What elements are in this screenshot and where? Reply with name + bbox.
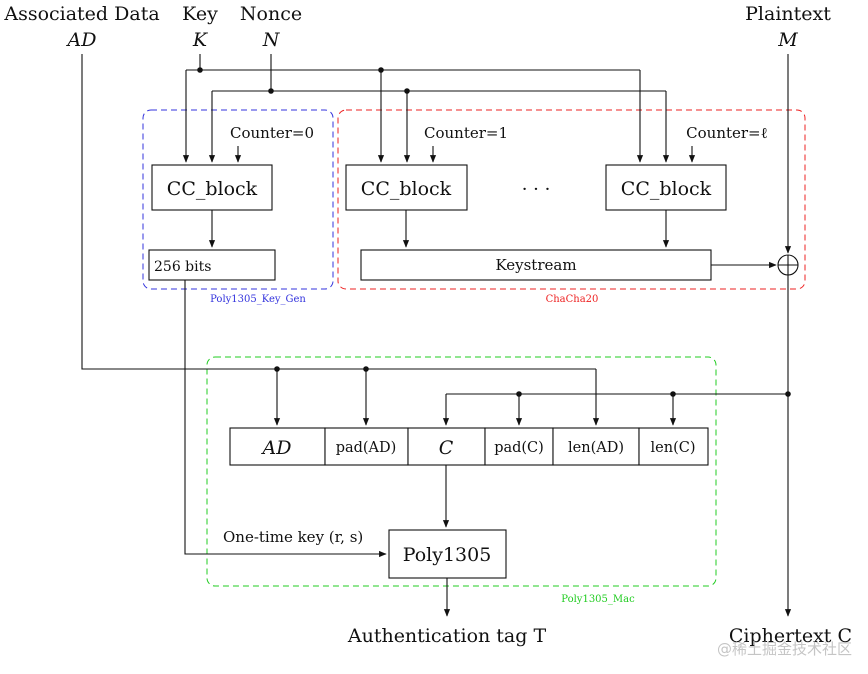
mac-region-label: Poly1305_Mac	[561, 594, 635, 605]
counter-0-label: Counter=0	[230, 124, 314, 142]
ad-bus	[81, 54, 596, 370]
onetime-key-label: One-time key (r, s)	[223, 528, 363, 546]
xor-icon	[778, 255, 798, 275]
cc-block-1	[345, 164, 468, 211]
mac-c-label: C	[439, 437, 454, 459]
junction	[197, 67, 203, 73]
bits-256-label: 256 bits	[154, 259, 211, 275]
mac-pad-ad-label: pad(AD)	[336, 440, 397, 456]
poly1305-box	[388, 529, 507, 579]
mac-len-ad-label: len(AD)	[568, 440, 624, 456]
mac-pad-ad-cell	[324, 427, 409, 466]
mac-len-c-cell	[638, 427, 709, 466]
nonce-label: Nonce	[240, 3, 302, 25]
junction	[268, 88, 274, 94]
counter-1-label: Counter=1	[424, 124, 508, 142]
auth-tag-label: Authentication tag T	[347, 625, 547, 647]
mac-pad-c-cell	[484, 427, 554, 466]
onetime-key-wire	[184, 280, 387, 558]
mac-len-ad-cell	[552, 427, 640, 466]
counter-l-label: Counter=ℓ	[686, 124, 768, 142]
mac-ad-label: AD	[261, 437, 292, 459]
mac-pad-c-label: pad(C)	[494, 440, 544, 456]
key-label: Key	[182, 3, 218, 25]
chacha-region	[337, 109, 806, 290]
cc-block-0	[151, 164, 273, 211]
watermark: @稀土掘金技术社区	[717, 640, 852, 658]
key-gen-region-label: Poly1305_Key_Gen	[210, 294, 306, 305]
mac-len-c-label: len(C)	[651, 440, 696, 456]
ellipsis: · · ·	[522, 179, 551, 200]
chacha-region-label: ChaCha20	[546, 294, 599, 305]
cc-block-l	[605, 164, 727, 211]
mac-region	[206, 356, 717, 587]
cc-block-1-label: CC_block	[361, 178, 452, 200]
keystream-box	[360, 249, 712, 281]
associated-data-label: Associated Data	[3, 3, 159, 25]
keystream-label: Keystream	[495, 256, 576, 274]
bits-256-box	[148, 249, 276, 281]
key-symbol: K	[192, 29, 209, 51]
nonce-symbol: N	[262, 29, 281, 51]
plaintext-label: Plaintext	[745, 3, 831, 25]
cc-block-l-label: CC_block	[621, 178, 712, 200]
ciphertext-label: Ciphertext C	[729, 625, 852, 647]
associated-data-symbol: AD	[66, 29, 97, 51]
plaintext-symbol: M	[777, 29, 798, 51]
cc-block-0-label: CC_block	[167, 178, 258, 200]
poly1305-label: Poly1305	[403, 544, 492, 566]
mac-c-cell	[407, 427, 486, 466]
mac-ad-cell	[229, 427, 326, 466]
